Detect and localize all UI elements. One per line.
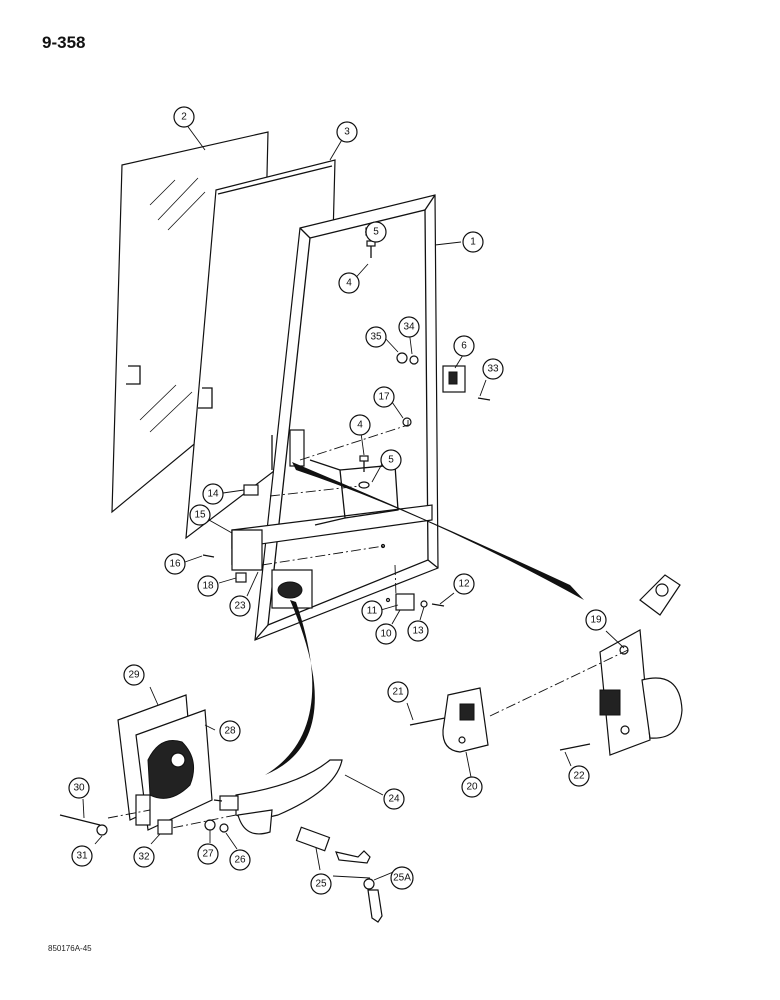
svg-text:16: 16	[169, 559, 181, 570]
fasteners	[202, 227, 491, 611]
callout-16: 16	[164, 553, 186, 575]
svg-text:12: 12	[458, 579, 470, 590]
door-frame	[231, 194, 439, 641]
callout-14: 14	[202, 483, 224, 505]
svg-text:5: 5	[388, 455, 394, 466]
assembly-lines	[107, 420, 629, 829]
svg-text:32: 32	[138, 852, 150, 863]
svg-text:25A: 25A	[393, 873, 411, 884]
door-handle	[213, 759, 343, 835]
svg-text:29: 29	[128, 670, 140, 681]
svg-text:28: 28	[224, 726, 236, 737]
svg-text:23: 23	[234, 601, 246, 612]
svg-text:14: 14	[207, 489, 219, 500]
latch-mechanism	[117, 694, 213, 831]
callout-29: 29	[123, 664, 145, 686]
svg-text:35: 35	[370, 332, 382, 343]
svg-text:21: 21	[392, 687, 404, 698]
callout-4-lower: 4	[349, 414, 371, 436]
callout-5-lower: 5	[380, 449, 402, 471]
callout-15: 15	[189, 504, 211, 526]
callout-34: 34	[398, 316, 420, 338]
callout-11: 11	[361, 600, 383, 622]
figure-code: 850176A-45	[48, 944, 92, 953]
svg-text:24: 24	[388, 794, 400, 805]
callout-28: 28	[219, 720, 241, 742]
callout-35: 35	[365, 326, 387, 348]
callout-12: 12	[453, 573, 475, 595]
callout-5: 5	[365, 221, 387, 243]
page-number: 9-358	[42, 33, 86, 52]
callout-17: 17	[373, 386, 395, 408]
svg-text:11: 11	[367, 606, 378, 617]
svg-text:17: 17	[378, 392, 390, 403]
leader-lines	[82, 123, 625, 881]
svg-text:31: 31	[76, 851, 88, 862]
callout-21: 21	[387, 681, 409, 703]
svg-text:10: 10	[380, 629, 392, 640]
svg-text:5: 5	[373, 227, 379, 238]
callout-10: 10	[375, 623, 397, 645]
svg-text:22: 22	[573, 771, 585, 782]
connector-bands	[265, 462, 584, 775]
callout-6: 6	[453, 335, 475, 357]
callout-20: 20	[461, 776, 483, 798]
svg-text:34: 34	[403, 322, 415, 333]
callout-32: 32	[133, 846, 155, 868]
callout-33: 33	[482, 358, 504, 380]
svg-text:20: 20	[466, 782, 478, 793]
svg-text:27: 27	[202, 849, 214, 860]
callout-25: 25	[310, 873, 332, 895]
callout-18: 18	[197, 575, 219, 597]
svg-text:1: 1	[470, 237, 476, 248]
svg-text:19: 19	[590, 615, 602, 626]
lock-cylinder	[295, 826, 383, 923]
hinge-assembly	[599, 574, 683, 756]
svg-text:3: 3	[344, 127, 350, 138]
svg-text:26: 26	[234, 855, 246, 866]
callout-26: 26	[229, 849, 251, 871]
svg-text:18: 18	[202, 581, 214, 592]
callout-23: 23	[229, 595, 251, 617]
svg-text:4: 4	[346, 278, 352, 289]
callout-31: 31	[71, 845, 93, 867]
callout-13: 13	[407, 620, 429, 642]
latch-fasteners	[59, 814, 229, 836]
svg-text:2: 2	[181, 112, 187, 123]
callout-4: 4	[338, 272, 360, 294]
callout-1: 1	[462, 231, 484, 253]
svg-text:30: 30	[73, 783, 85, 794]
svg-text:33: 33	[487, 364, 499, 375]
callout-2: 2	[173, 106, 195, 128]
callout-24: 24	[383, 788, 405, 810]
svg-text:6: 6	[461, 341, 467, 352]
callout-27: 27	[197, 843, 219, 865]
svg-text:4: 4	[357, 420, 363, 431]
callout-3: 3	[336, 121, 358, 143]
callout-30: 30	[68, 777, 90, 799]
svg-text:25: 25	[315, 879, 327, 890]
svg-text:13: 13	[412, 626, 424, 637]
callout-25a: 25A	[390, 866, 414, 890]
svg-text:15: 15	[194, 510, 206, 521]
callout-19: 19	[585, 609, 607, 631]
hinge-plate	[409, 687, 591, 753]
callout-22: 22	[568, 765, 590, 787]
